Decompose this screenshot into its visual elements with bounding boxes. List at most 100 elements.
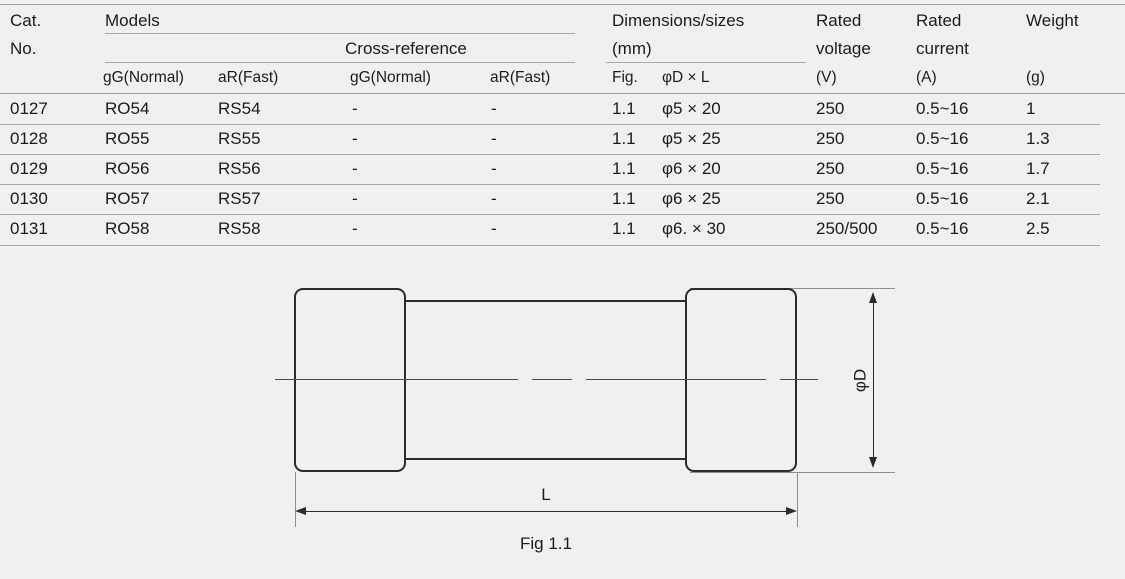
- cell-models-ar: RS58: [218, 219, 261, 238]
- row-separator: [0, 124, 1100, 125]
- cell-models-ar: RS54: [218, 99, 261, 118]
- witness-line-bottom: [690, 472, 895, 473]
- figure-caption: Fig 1.1: [520, 534, 572, 553]
- cell-rated-voltage: 250/500: [816, 219, 878, 238]
- diameter-label: φD: [850, 368, 870, 393]
- cell-models-ar: RS55: [218, 129, 261, 148]
- cell-weight: 1.3: [1026, 129, 1050, 148]
- header-dimensions-line2: (mm): [612, 39, 652, 58]
- subheader-weight-unit: (g): [1026, 69, 1045, 86]
- fuse-body-tube: [400, 300, 691, 460]
- subheader-models-ar: aR(Fast): [218, 69, 279, 86]
- header-cat-no-line2: No.: [10, 39, 37, 58]
- centerline-segment: [586, 379, 766, 380]
- cell-xref-gg: -: [352, 159, 358, 178]
- header-weight: Weight: [1026, 11, 1079, 30]
- header-cross-reference: Cross-reference: [345, 39, 467, 58]
- cell-xref-gg: -: [352, 189, 358, 208]
- cell-models-gg: RO55: [105, 129, 150, 148]
- cell-fig: 1.1: [612, 159, 636, 178]
- cell-xref-ar: -: [491, 189, 497, 208]
- cell-models-gg: RO56: [105, 159, 150, 178]
- table-bottom-rule: [0, 245, 1100, 246]
- cell-rated-current: 0.5~16: [916, 99, 969, 118]
- cell-xref-ar: -: [491, 99, 497, 118]
- length-dimension-line: [300, 511, 792, 512]
- cell-cat-no: 0130: [10, 189, 48, 208]
- cell-dia-by-len: φ5 × 20: [662, 99, 721, 118]
- subheader-xref-gg: gG(Normal): [350, 69, 431, 86]
- cell-rated-voltage: 250: [816, 159, 845, 178]
- models-group-rule: [105, 33, 575, 34]
- cell-rated-current: 0.5~16: [916, 159, 969, 178]
- cell-models-gg: RO57: [105, 189, 150, 208]
- specification-table: Cat. No. Models Cross-reference Dimensio…: [0, 0, 1125, 252]
- diameter-arrow-top: [869, 292, 877, 303]
- subheader-dia-by-len: φD × L: [662, 69, 710, 86]
- cell-cat-no: 0129: [10, 159, 48, 178]
- cell-rated-current: 0.5~16: [916, 189, 969, 208]
- cell-weight: 1: [1026, 99, 1036, 118]
- cell-xref-ar: -: [491, 129, 497, 148]
- cell-cat-no: 0131: [10, 219, 48, 238]
- header-cat-no-line1: Cat.: [10, 11, 42, 30]
- cell-dia-by-len: φ6 × 20: [662, 159, 721, 178]
- cell-cat-no: 0128: [10, 129, 48, 148]
- header-rated-current-line2: current: [916, 39, 969, 58]
- cell-fig: 1.1: [612, 99, 636, 118]
- subheader-fig: Fig.: [612, 69, 638, 86]
- cell-models-gg: RO58: [105, 219, 150, 238]
- diameter-dimension-line: [873, 294, 874, 466]
- cell-weight: 2.1: [1026, 189, 1050, 208]
- header-rated-voltage-line2: voltage: [816, 39, 871, 58]
- cell-models-ar: RS56: [218, 159, 261, 178]
- table-top-rule: [0, 4, 1125, 5]
- centerline-segment: [275, 379, 518, 380]
- length-arrow-left: [295, 507, 306, 515]
- subheader-top-rule: [105, 62, 575, 63]
- header-rated-voltage-line1: Rated: [816, 11, 862, 30]
- centerline-segment: [780, 379, 818, 380]
- table-header-bottom-rule: [0, 93, 1125, 94]
- subheader-xref-ar: aR(Fast): [490, 69, 551, 86]
- cell-models-ar: RS57: [218, 189, 261, 208]
- cell-xref-ar: -: [491, 159, 497, 178]
- cell-rated-current: 0.5~16: [916, 219, 969, 238]
- cell-xref-gg: -: [352, 129, 358, 148]
- cell-xref-ar: -: [491, 219, 497, 238]
- cell-dia-by-len: φ6. × 30: [662, 219, 726, 238]
- cell-fig: 1.1: [612, 219, 636, 238]
- cell-rated-voltage: 250: [816, 99, 845, 118]
- diameter-arrow-bottom: [869, 457, 877, 468]
- cell-dia-by-len: φ6 × 25: [662, 189, 721, 208]
- centerline-segment: [532, 379, 572, 380]
- row-separator: [0, 184, 1100, 185]
- length-arrow-right: [786, 507, 797, 515]
- cell-models-gg: RO54: [105, 99, 150, 118]
- witness-line-right-vertical: [797, 472, 798, 527]
- fuse-end-cap-right: [685, 288, 797, 472]
- length-label: L: [541, 485, 551, 504]
- header-rated-current-line1: Rated: [916, 11, 962, 30]
- fuse-dimension-drawing: φD L Fig 1.1: [0, 252, 1125, 579]
- row-separator: [0, 214, 1100, 215]
- subheader-current-unit: (A): [916, 69, 937, 86]
- cell-xref-gg: -: [352, 99, 358, 118]
- fuse-end-cap-left: [294, 288, 406, 472]
- header-dimensions-line1: Dimensions/sizes: [612, 11, 745, 30]
- cell-cat-no: 0127: [10, 99, 48, 118]
- subheader-voltage-unit: (V): [816, 69, 837, 86]
- cell-weight: 2.5: [1026, 219, 1050, 238]
- cell-fig: 1.1: [612, 189, 636, 208]
- cell-fig: 1.1: [612, 129, 636, 148]
- dimensions-group-rule: [606, 62, 806, 63]
- cell-rated-voltage: 250: [816, 189, 845, 208]
- cell-xref-gg: -: [352, 219, 358, 238]
- witness-line-left-vertical: [295, 472, 296, 527]
- cell-rated-current: 0.5~16: [916, 129, 969, 148]
- subheader-models-gg: gG(Normal): [103, 69, 184, 86]
- cell-dia-by-len: φ5 × 25: [662, 129, 721, 148]
- cell-rated-voltage: 250: [816, 129, 845, 148]
- cell-weight: 1.7: [1026, 159, 1050, 178]
- row-separator: [0, 154, 1100, 155]
